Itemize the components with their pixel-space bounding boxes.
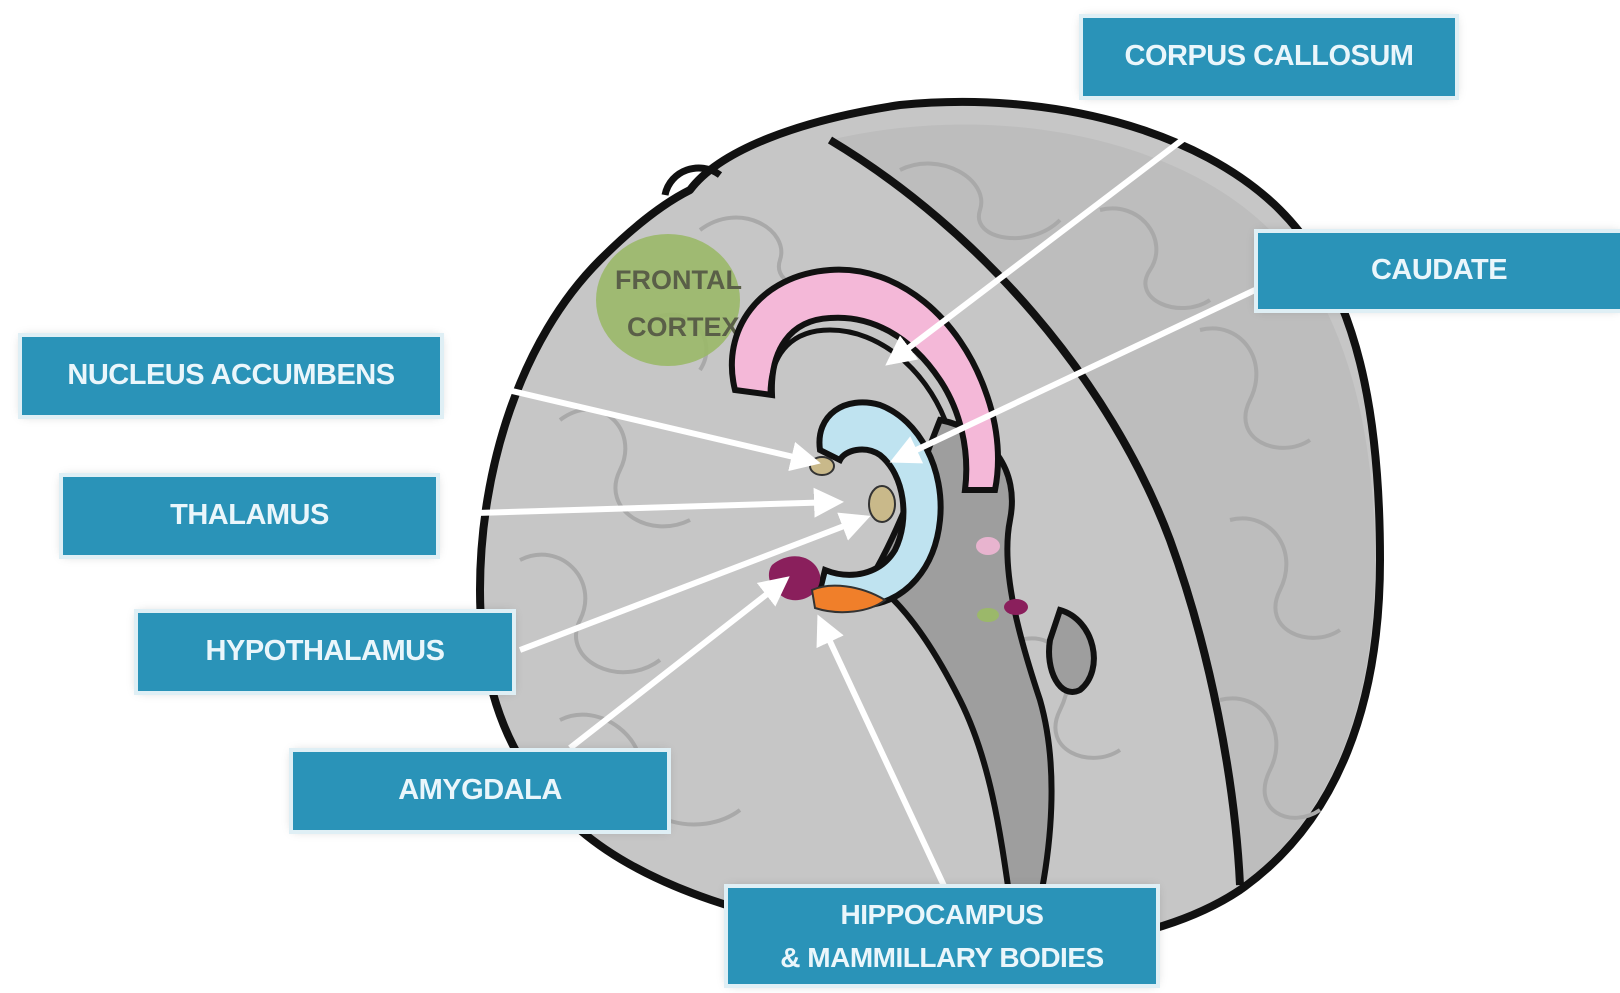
mammillary-body-green (977, 608, 999, 622)
frontal-cortex-label-line2: CORTEX (627, 312, 740, 342)
mammillary-body-pink (976, 537, 1000, 555)
mammillary-body-purple (1004, 599, 1028, 615)
label-thalamus-text: THALAMUS (170, 494, 329, 538)
label-hippocampus-line1: HIPPOCAMPUS (841, 893, 1044, 936)
label-nucleus-accumbens-text: NUCLEUS ACCUMBENS (67, 354, 394, 398)
label-thalamus: THALAMUS (63, 477, 436, 555)
label-amygdala-text: AMYGDALA (398, 769, 562, 813)
label-hypothalamus: HYPOTHALAMUS (138, 613, 512, 691)
frontal-cortex-region (596, 234, 740, 366)
label-amygdala: AMYGDALA (293, 752, 667, 830)
label-caudate-text: CAUDATE (1371, 249, 1507, 293)
label-corpus-callosum: CORPUS CALLOSUM (1083, 18, 1455, 96)
frontal-cortex-label-line1: FRONTAL (615, 265, 742, 295)
thalamus-region (869, 486, 895, 522)
label-hippocampus-line2: & MAMMILLARY BODIES (780, 936, 1103, 979)
label-nucleus-accumbens: NUCLEUS ACCUMBENS (22, 337, 440, 415)
label-hippocampus-mammillary: HIPPOCAMPUS & MAMMILLARY BODIES (728, 888, 1156, 984)
label-corpus-callosum-text: CORPUS CALLOSUM (1125, 35, 1414, 79)
label-caudate: CAUDATE (1258, 233, 1620, 309)
label-hypothalamus-text: HYPOTHALAMUS (206, 630, 445, 674)
